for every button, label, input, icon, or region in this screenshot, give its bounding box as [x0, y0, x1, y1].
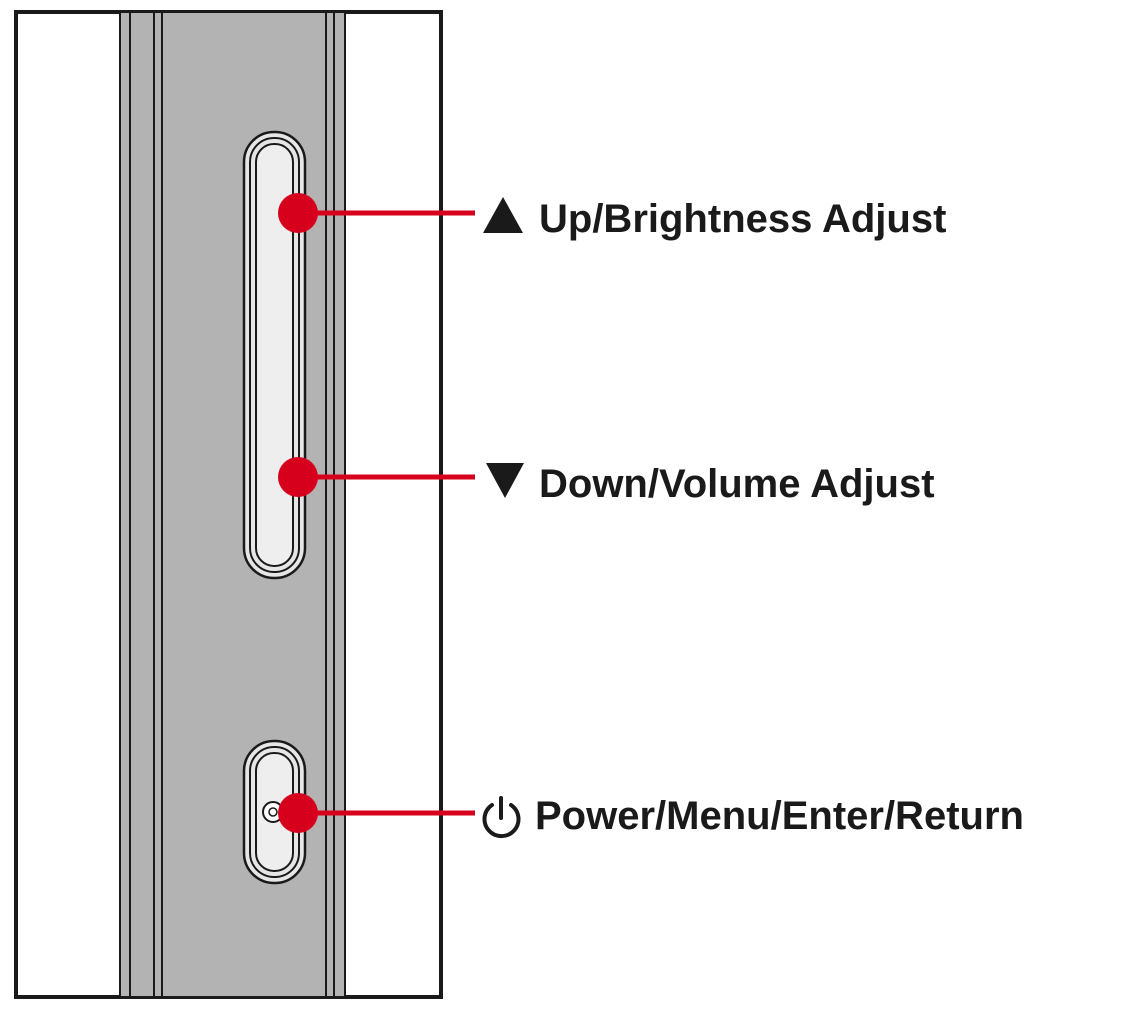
- callout-up: Up/Brightness Adjust: [278, 193, 946, 241]
- power-icon: [482, 796, 521, 839]
- callout-label-power: Power/Menu/Enter/Return: [535, 794, 1024, 838]
- bezel-strip: [119, 11, 346, 998]
- callout-marker-down: [278, 457, 318, 497]
- callout-down: Down/Volume Adjust: [278, 457, 935, 506]
- callout-marker-up: [278, 193, 318, 233]
- callout-label-down: Down/Volume Adjust: [539, 462, 935, 506]
- callout-marker-power: [278, 793, 318, 833]
- down-triangle-icon: [486, 463, 524, 498]
- callout-label-up: Up/Brightness Adjust: [539, 197, 946, 241]
- callout-power: Power/Menu/Enter/Return: [278, 793, 1024, 839]
- up-triangle-icon: [483, 197, 523, 233]
